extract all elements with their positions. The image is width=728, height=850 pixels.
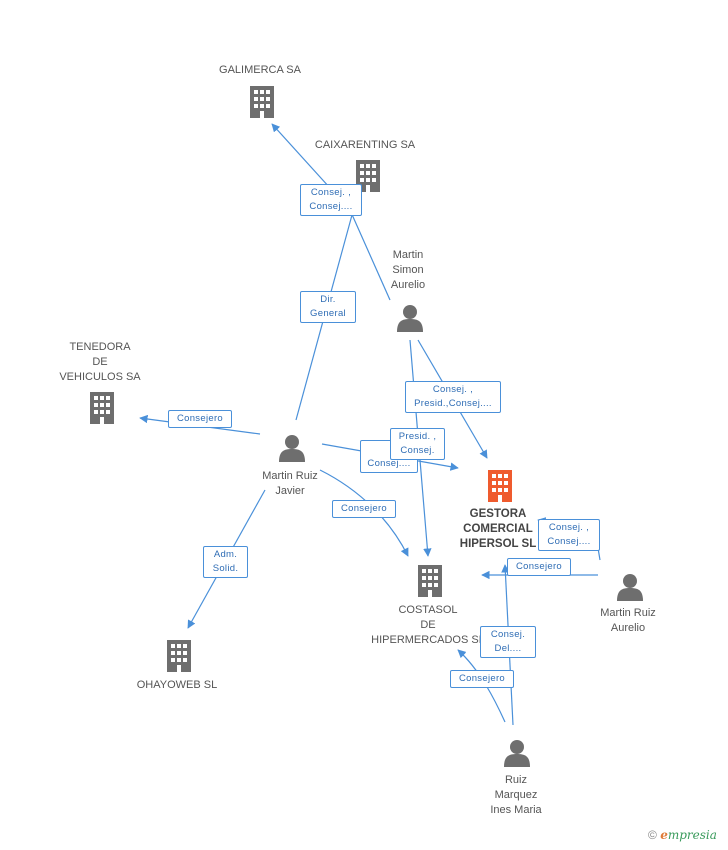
caixarenting-label[interactable]: CAIXARENTING SA	[314, 139, 416, 151]
edge-label-consejero-javier-costasol[interactable]: Consejero	[332, 500, 396, 518]
edge-label-consejero-tenedora[interactable]: Consejero	[168, 410, 232, 428]
empresia-logo: empresia	[660, 828, 717, 842]
copyright-symbol: ©	[648, 828, 657, 842]
martin-ruiz-javier-person-icon[interactable]	[279, 435, 305, 462]
ohayoweb-label[interactable]: OHAYOWEB SL	[136, 679, 218, 691]
edge-caixarenting-galimerca	[271, 123, 331, 189]
edge-label-presid-consej-gestora[interactable]: Consej. , Presid.,Consej....	[405, 381, 501, 413]
empresia-footer: © empresia	[648, 828, 717, 842]
galimerca-building-icon[interactable]	[250, 86, 274, 118]
costasol-label[interactable]: COSTASOL DE HIPERMERCADOS SL	[371, 604, 485, 646]
martin-ruiz-aurelio-person-icon[interactable]	[617, 574, 643, 601]
ruiz-marquez-person-icon[interactable]	[504, 740, 530, 767]
galimerca-label[interactable]: GALIMERCA SA	[219, 64, 301, 76]
tenedora-label[interactable]: TENEDORA DE VEHICULOS SA	[59, 341, 141, 383]
edge-label-consej-aurelio-gestora[interactable]: Consej. , Consej....	[538, 519, 600, 551]
edge-label-consej-del[interactable]: Consej. Del....	[480, 626, 536, 658]
edge-label-consejero-aurelio-costasol[interactable]: Consejero	[507, 558, 571, 576]
edge-label-consej-caixarenting[interactable]: Consej. , Consej....	[300, 184, 362, 216]
edge-label-dir-general[interactable]: Dir. General	[300, 291, 356, 323]
costasol-building-icon[interactable]	[418, 565, 442, 597]
martin-simon-person-icon[interactable]	[397, 305, 423, 332]
gestora-label[interactable]: GESTORA COMERCIAL HIPERSOL SL	[459, 508, 537, 550]
ohayoweb-building-icon[interactable]	[167, 640, 191, 672]
edge-martin-simon-caixarenting	[349, 209, 391, 301]
martin-ruiz-aurelio-label[interactable]: Martin Ruiz Aurelio	[600, 607, 656, 634]
gestora-building-icon[interactable]	[488, 470, 512, 502]
edge-label-presid-consej-costasol[interactable]: Presid. , Consej.	[390, 428, 445, 460]
tenedora-building-icon[interactable]	[90, 392, 114, 424]
ruiz-marquez-label[interactable]: Ruiz Marquez Ines Maria	[490, 774, 542, 816]
martin-ruiz-javier-label[interactable]: Martin Ruiz Javier	[262, 470, 318, 497]
edge-label-adm-solid[interactable]: Adm. Solid.	[203, 546, 248, 578]
edge-label-consejero-ines-costasol[interactable]: Consejero	[450, 670, 514, 688]
martin-simon-label[interactable]: Martin Simon Aurelio	[390, 249, 426, 291]
